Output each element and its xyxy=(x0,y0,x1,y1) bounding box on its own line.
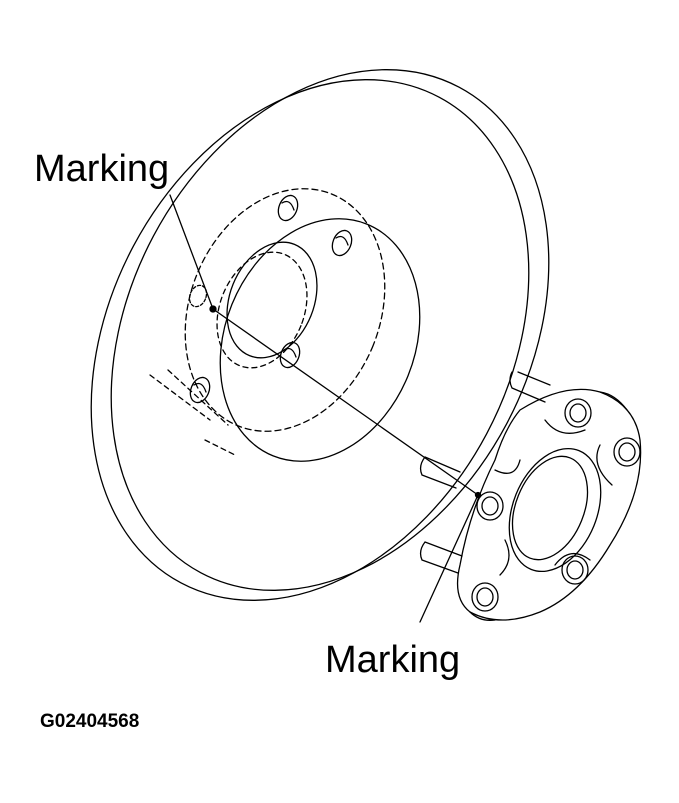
hub-center-boss xyxy=(508,447,602,573)
figure-code: G02404568 xyxy=(40,711,140,732)
rotor-back-edge xyxy=(110,69,550,591)
hub-rear-studs xyxy=(419,371,551,574)
hub-marking-leader xyxy=(419,494,479,623)
hub-flange-webs xyxy=(494,419,613,576)
hub-marking-label: Marking xyxy=(325,639,461,681)
rotor-bore-back xyxy=(216,251,308,369)
brake-rotor xyxy=(90,69,550,601)
rotor-outer-edge xyxy=(90,79,530,601)
alignment-line xyxy=(212,308,479,496)
hub-flange-rim xyxy=(469,391,628,621)
axle-hub xyxy=(419,371,642,621)
rotor-hat-flange xyxy=(184,188,386,432)
rotor-marking-leader xyxy=(169,194,214,310)
rotor-marking-label: Marking xyxy=(34,148,170,190)
rotor-hat-outer xyxy=(219,218,421,462)
hub-center-boss-inner xyxy=(511,455,589,561)
rotor-hidden-edges xyxy=(149,369,236,456)
rotor-bore xyxy=(226,241,318,359)
hub-lug-studs xyxy=(471,398,641,612)
rotor-lug-holes xyxy=(188,194,353,404)
